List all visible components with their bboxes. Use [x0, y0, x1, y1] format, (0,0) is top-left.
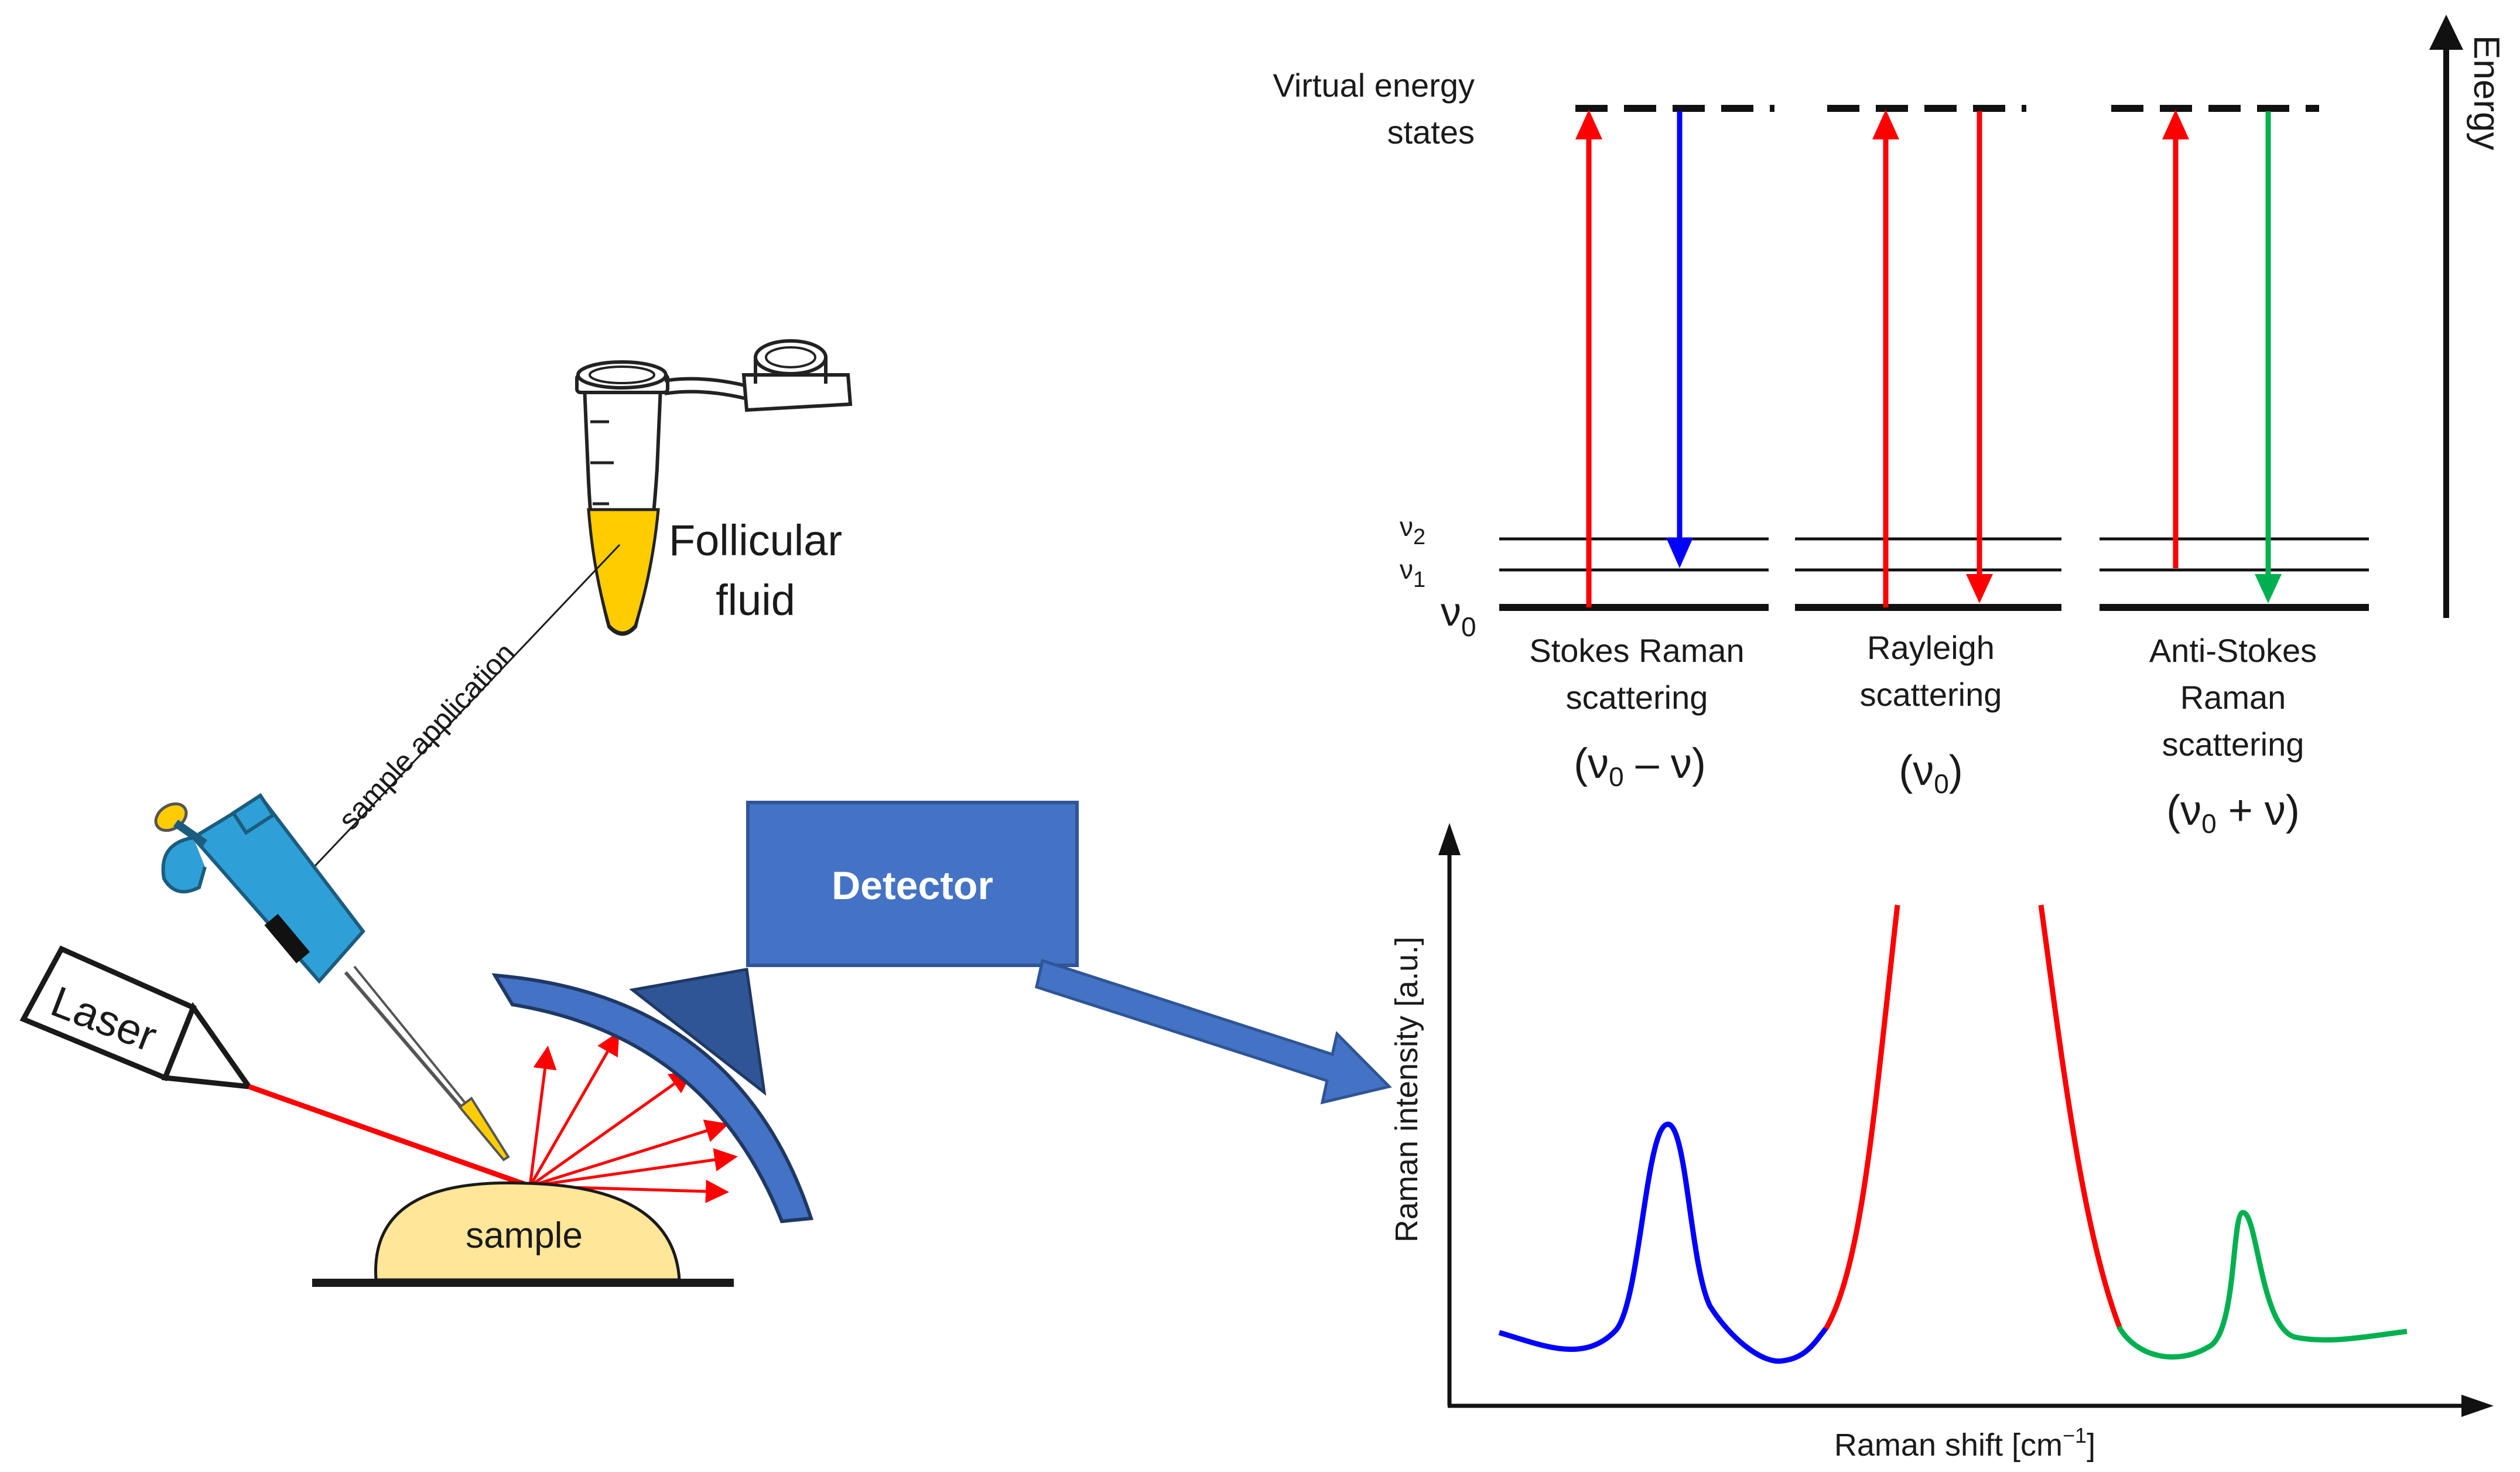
y-axis-label: Raman intensity [a.u.] [1389, 937, 1424, 1242]
eppendorf-tube-icon [575, 339, 853, 636]
anti-stokes-label-2: Raman [2180, 679, 2286, 716]
scattered-rays [528, 1031, 738, 1203]
stokes-formula: (ν0 – ν) [1574, 740, 1706, 792]
stokes-transitions [1575, 110, 1693, 607]
laser-beam [248, 1084, 531, 1189]
energy-axis [2429, 15, 2463, 618]
stokes-spectrum-curve [1498, 1122, 1830, 1364]
sample-droplet [374, 1181, 681, 1282]
rayleigh-formula: (ν0) [1899, 747, 1963, 799]
anti-stokes-label-3: scattering [2162, 726, 2304, 763]
stokes-label: Stokes Raman [1529, 632, 1744, 669]
rayleigh-spectrum-curve [1824, 904, 1900, 1330]
stokes-label-2: scattering [1566, 679, 1708, 716]
level-v1-label: ν1 [1400, 554, 1425, 592]
rayleigh-transitions [1872, 110, 1993, 607]
collection-optics [491, 968, 814, 1224]
follicular-fluid-label-2: fluid [716, 576, 795, 624]
sample-application-label: sample application [332, 636, 521, 836]
pipette-icon [154, 793, 510, 1162]
energy-axis-label: Energy [2466, 35, 2507, 150]
detector-label: Detector [832, 863, 993, 908]
level-v2-label: ν2 [1400, 511, 1425, 549]
follicular-fluid-label: Follicular [669, 516, 842, 565]
x-axis-label: Raman shift [cm−1] [1834, 1423, 2095, 1463]
sample-label: sample [466, 1215, 583, 1256]
virtual-states-label: Virtual energy [1273, 67, 1475, 104]
follicular-fluid-fill [587, 508, 660, 634]
spectrum-axes [1438, 823, 2494, 1417]
virtual-states-label-2: states [1387, 114, 1475, 151]
anti-stokes-label: Anti-Stokes [2149, 632, 2317, 669]
rayleigh-label-2: scattering [1860, 676, 2002, 713]
anti-stokes-spectrum-curve [2116, 1210, 2408, 1360]
laser-icon [19, 945, 255, 1090]
anti-stokes-transitions [2162, 110, 2282, 603]
sample-application-arrow [304, 544, 621, 877]
detector-box [746, 801, 1079, 967]
level-v0-label: ν0 [1441, 589, 1476, 642]
detector-output-arrow [1035, 958, 1392, 1105]
rayleigh-label: Rayleigh [1867, 629, 1995, 666]
rayleigh-spectrum-curve-right [2038, 904, 2123, 1330]
vibrational-levels [1499, 537, 2369, 611]
anti-stokes-formula: (ν0 + ν) [2166, 787, 2300, 839]
